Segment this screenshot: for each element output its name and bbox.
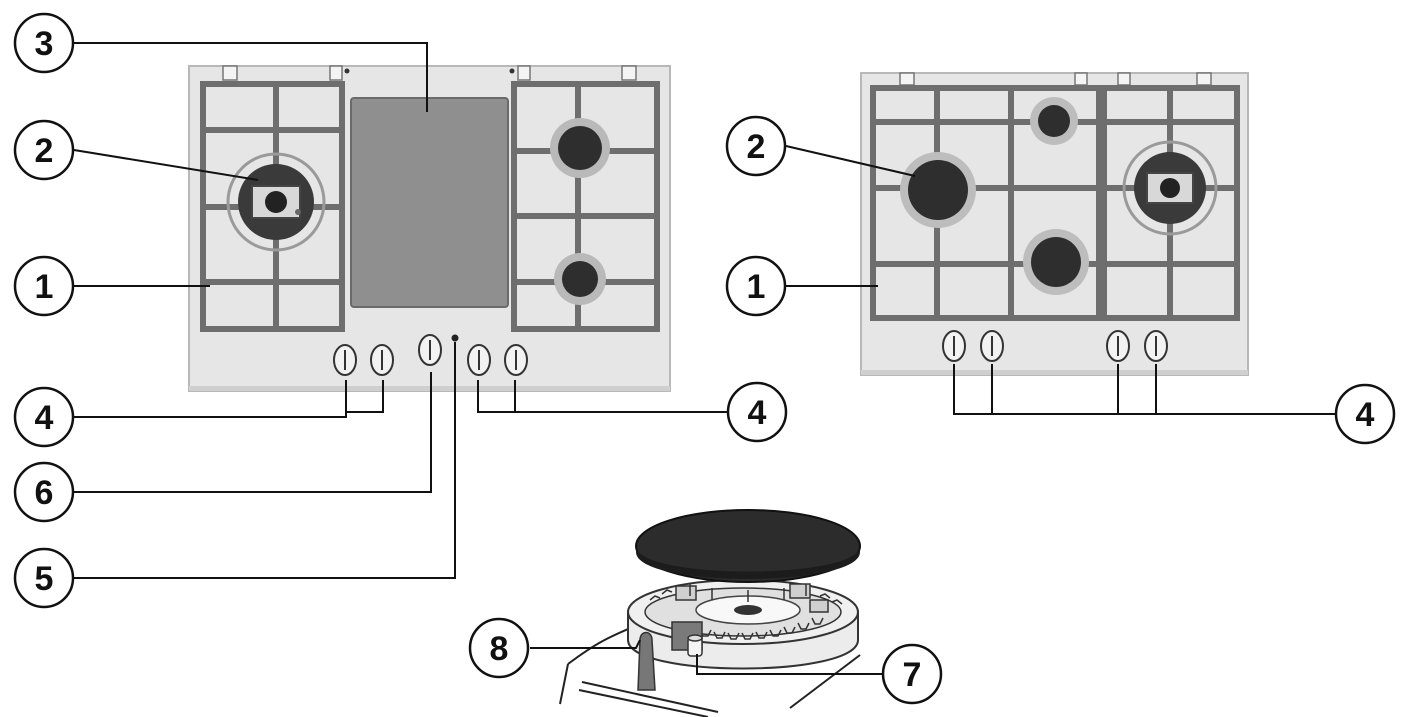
burner-right-top [550,118,610,178]
callout-leader-lines [73,42,1336,675]
burner-medium-bottom [1023,229,1089,295]
callout-4-left: 4 [13,386,75,448]
left-hob [188,65,671,392]
callout-2-right-label: 2 [747,128,766,166]
left-hob-pin [344,68,350,74]
callout-1-right: 1 [725,255,787,317]
burner-detail [559,509,861,717]
indicator-light [451,334,459,342]
callout-4-mid-label: 4 [748,394,767,432]
callout-5: 5 [13,547,75,609]
callout-2-right: 2 [725,115,787,177]
callout-2-left: 2 [13,119,75,181]
callout-1-left: 1 [13,255,75,317]
burner-cap [635,509,861,602]
ignition-candle [637,631,656,691]
callout-8-label: 8 [490,630,509,668]
callout-1-right-label: 1 [747,268,766,306]
right-hob [860,72,1249,376]
callout-3-label: 3 [35,25,54,63]
wok-burner-left [226,152,326,252]
callout-4-right: 4 [1334,383,1396,445]
left-hob-panel-shadow [189,386,670,391]
callout-4-left-label: 4 [35,399,54,437]
burner-base [627,579,859,670]
callout-7-label: 7 [903,656,922,694]
callout-1-left-label: 1 [35,268,54,306]
burner-right-bottom [554,253,606,305]
callout-3: 3 [13,12,75,74]
burner-large [900,152,976,228]
callout-6-label: 6 [35,474,54,512]
callout-2-left-label: 2 [35,132,54,170]
thermocouple [687,634,703,657]
left-hob-pin [509,68,515,74]
left-hob-hinges [222,65,637,81]
callout-4-right-label: 4 [1356,396,1375,434]
callout-8: 8 [468,617,530,679]
callouts: 3 2 1 4 6 5 4 2 [13,12,1396,705]
wok-burner-right [1122,140,1218,236]
callout-6: 6 [13,461,75,523]
burner-small-top [1030,97,1078,145]
callout-4-mid: 4 [726,381,788,443]
griddle-plate [350,97,509,308]
callout-7: 7 [881,643,943,705]
callout-5-label: 5 [35,560,54,598]
right-hob-grate-right [1101,85,1240,321]
